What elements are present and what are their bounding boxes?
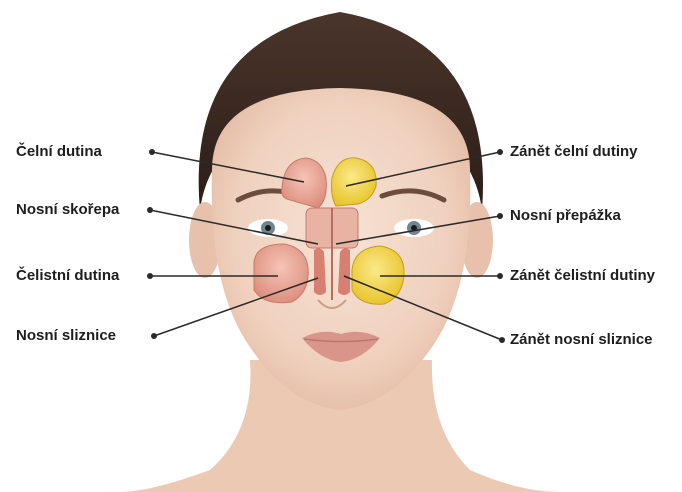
maxillary-sinus-inflamed	[352, 246, 404, 304]
label-maxillary-sinus: Čelistní dutina	[16, 267, 119, 285]
label-nasal-turbinate: Nosní skořepa	[16, 201, 119, 219]
label-nasal-mucosa: Nosní sliznice	[16, 327, 116, 345]
label-frontal-sinusitis: Zánět čelní dutiny	[510, 143, 638, 161]
maxillary-sinus-healthy	[254, 244, 308, 303]
label-frontal-sinus: Čelní dutina	[16, 143, 102, 161]
label-nasal-septum: Nosní přepážka	[510, 207, 621, 225]
label-maxillary-sinusitis: Zánět čelistní dutiny	[510, 267, 655, 285]
label-rhinitis: Zánět nosní sliznice	[510, 331, 653, 349]
